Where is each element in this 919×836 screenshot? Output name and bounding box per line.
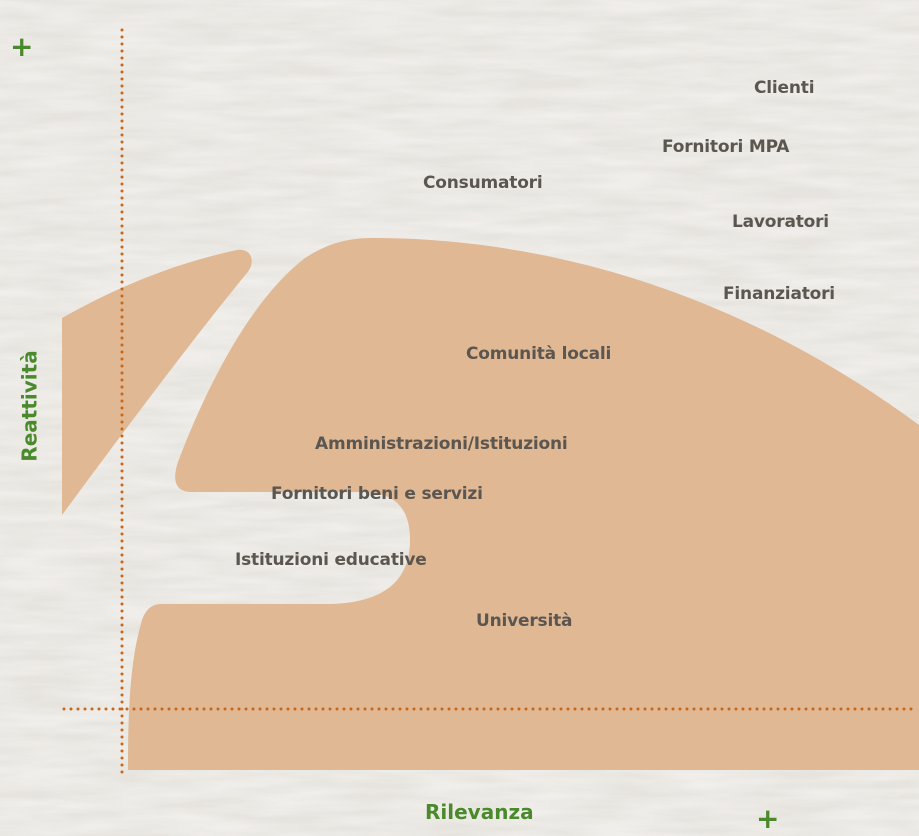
stakeholder-label-universita: Università xyxy=(476,611,573,631)
stakeholder-label-clienti: Clienti xyxy=(754,78,815,98)
stakeholder-label-istituzioni-educative: Istituzioni educative xyxy=(235,550,427,570)
shape-main-area xyxy=(128,238,919,770)
stakeholder-label-fornitori-beni-e-servizi: Fornitori beni e servizi xyxy=(271,484,483,504)
x-axis-title: Rilevanza xyxy=(425,800,534,824)
y-axis-plus-marker: + xyxy=(10,30,34,63)
stakeholder-label-consumatori: Consumatori xyxy=(423,173,543,193)
shape-left-wedge xyxy=(62,249,252,515)
stakeholder-label-amministrazioni-istituzioni: Amministrazioni/Istituzioni xyxy=(315,434,568,454)
stakeholder-label-lavoratori: Lavoratori xyxy=(732,212,829,232)
stakeholder-label-finanziatori: Finanziatori xyxy=(723,284,835,304)
stakeholder-label-comunita-locali: Comunità locali xyxy=(466,344,612,364)
stakeholder-label-fornitori-mpa: Fornitori MPA xyxy=(662,137,790,157)
x-axis-plus-marker: + xyxy=(756,802,780,835)
y-axis-title: Reattività xyxy=(17,350,42,462)
